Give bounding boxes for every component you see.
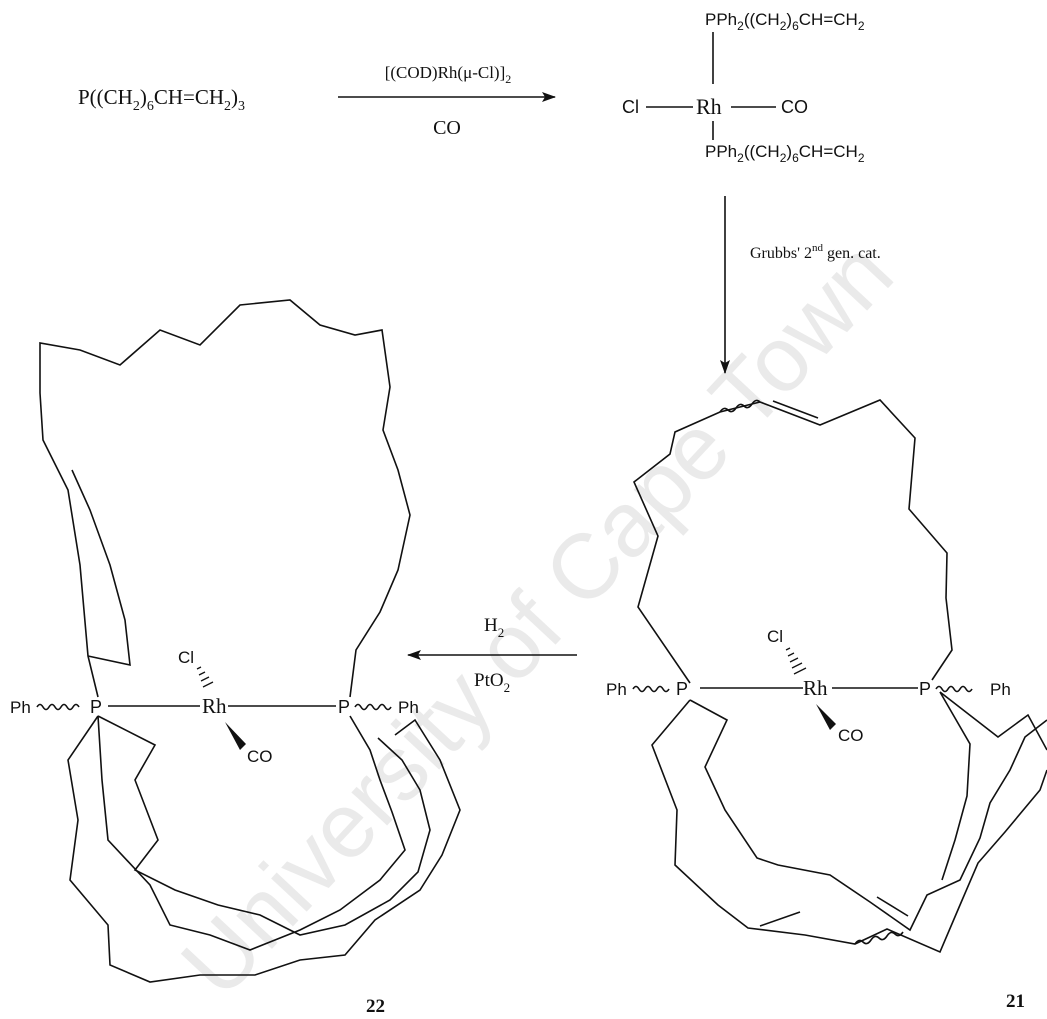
step3-reagent-bottom: PtO2: [474, 670, 510, 695]
c21-p-right: P: [919, 679, 931, 699]
c21-wavy-ph-left: [632, 685, 670, 693]
c21-lower-chain-right2: [939, 691, 971, 881]
c21-ph-left: Ph: [606, 680, 627, 699]
c22-wavy-ph-left: [36, 703, 80, 711]
c22-lower-chain-mid: [97, 715, 431, 936]
c21-hash-bond-cl: [785, 647, 807, 675]
c22-ph-right: Ph: [398, 698, 419, 717]
c22-rh: Rh: [202, 694, 227, 718]
c21-lower-double-bond-b: [876, 896, 909, 917]
c22-lower-chain-outer: [67, 715, 461, 983]
c22-upper-inner: [71, 469, 131, 667]
c21-cl: Cl: [767, 627, 783, 646]
c21-lower-wavy: [854, 931, 904, 945]
intermediate-top-ligand: PPh2((CH2)6CH=CH2: [705, 10, 865, 33]
step1-reagent-top: [(COD)Rh(μ-Cl)]2: [385, 63, 512, 86]
c21-lower-chain-right: [939, 691, 1047, 751]
c21-upper-chain-right: [759, 399, 953, 681]
c21-upper-wavy: [719, 399, 761, 413]
intermediate-co: CO: [781, 97, 808, 117]
c22-label: 22: [366, 996, 385, 1017]
c21-upper-double-bond: [772, 400, 819, 419]
c22-upper-chain: [39, 299, 411, 698]
c22-ph-left: Ph: [10, 698, 31, 717]
c22-p-right: P: [338, 697, 350, 717]
c22-wavy-ph-right: [354, 703, 392, 711]
compound-21: Cl Rh CO Ph P P Ph 21: [606, 399, 1047, 1012]
c21-rh: Rh: [803, 676, 828, 700]
step3-reagent-top: H2: [484, 615, 504, 640]
c21-label: 21: [1006, 991, 1025, 1012]
step2-reagent: Grubbs' 2nd gen. cat.: [750, 242, 881, 262]
c22-hash-bond-cl: [196, 666, 214, 688]
c22-wedge-bond-co: [225, 722, 246, 750]
c21-lower-chain-inner: [689, 699, 1047, 932]
c21-lower-double-bond-a: [759, 911, 801, 927]
intermediate-cl: Cl: [622, 97, 639, 117]
c22-p-left: P: [90, 697, 102, 717]
c21-wedge-bond-co: [816, 704, 836, 730]
c22-co: CO: [247, 747, 273, 766]
c21-wavy-ph-right: [935, 685, 973, 693]
reactant-formula: P((CH2)6CH=CH2)3: [78, 85, 245, 114]
c22-cl: Cl: [178, 648, 194, 667]
c21-upper-chain-left: [633, 401, 761, 684]
c22-lower-chain-inner: [97, 715, 406, 951]
intermediate-complex: PPh2((CH2)6CH=CH2 Cl Rh CO PPh2((CH2)6CH…: [622, 10, 865, 165]
c21-ph-right: Ph: [990, 680, 1011, 699]
c21-p-left: P: [676, 679, 688, 699]
intermediate-bottom-ligand: PPh2((CH2)6CH=CH2: [705, 142, 865, 165]
watermark: University of Cape Town: [162, 222, 912, 1016]
c21-co: CO: [838, 726, 864, 745]
intermediate-rh: Rh: [696, 94, 722, 119]
compound-22: Cl Rh CO Ph P P Ph 22: [10, 299, 461, 1017]
step1-reagent-bottom: CO: [433, 117, 461, 139]
